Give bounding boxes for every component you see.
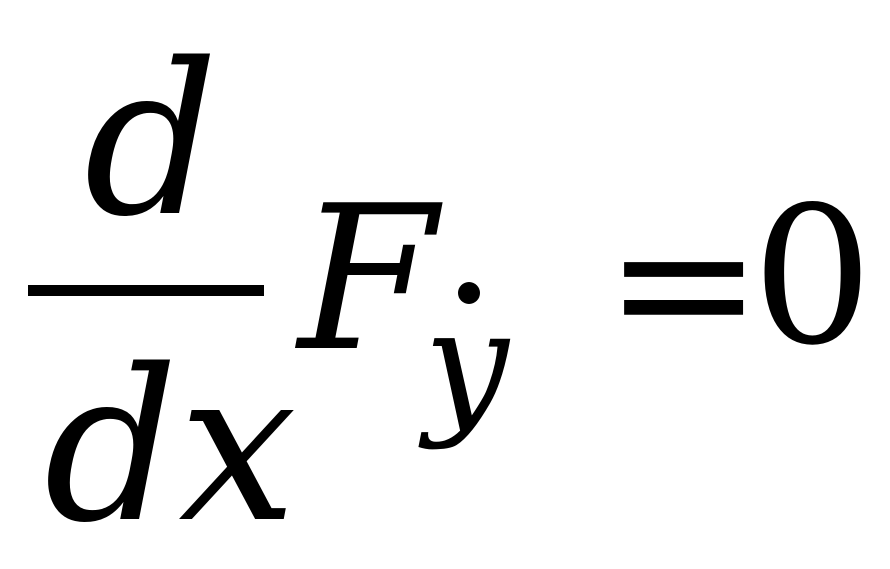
numerator-d: d bbox=[84, 18, 219, 263]
right-side-zero: 0 bbox=[752, 166, 873, 387]
fraction-bar bbox=[28, 285, 264, 296]
denominator-dx: dx bbox=[44, 324, 297, 569]
subscript-y-dot: y bbox=[424, 278, 509, 452]
derivative-dot bbox=[458, 282, 480, 304]
equals-sign: = bbox=[604, 172, 764, 393]
function-symbol: F bbox=[298, 163, 437, 396]
